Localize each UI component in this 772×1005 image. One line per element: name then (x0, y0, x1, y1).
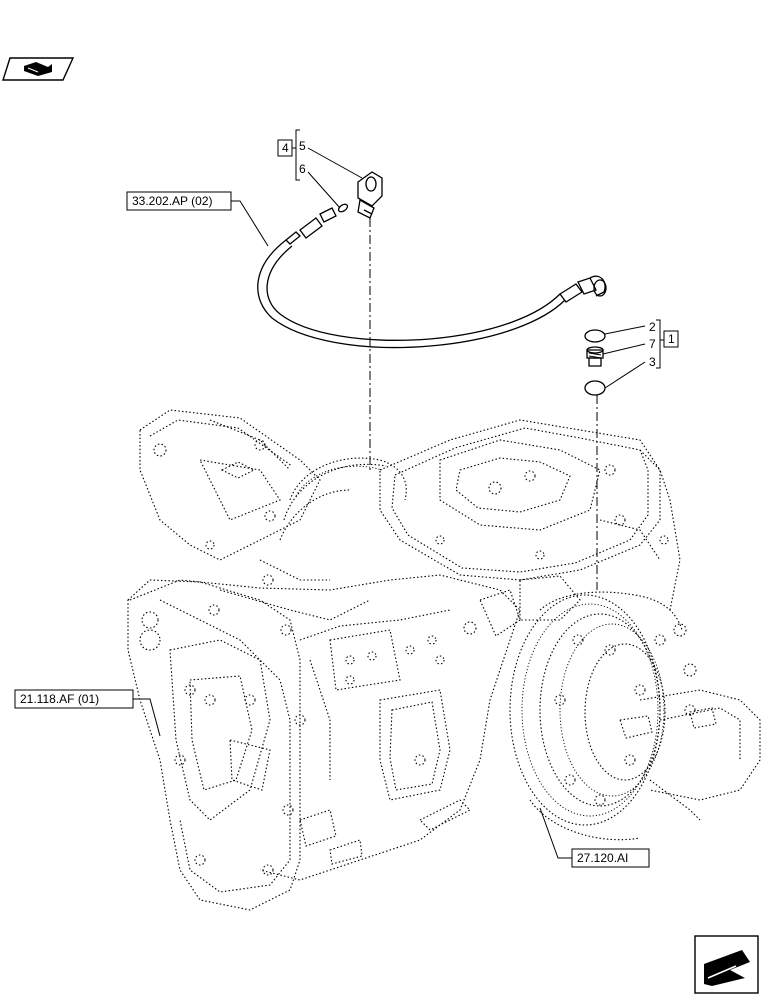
reference-axle-label: 27.120.AI (577, 851, 628, 865)
label-item-7: 7 (649, 337, 656, 351)
o-ring-item-2 (584, 329, 606, 343)
reference-hose-label: 33.202.AP (02) (132, 194, 213, 208)
label-item-3: 3 (649, 355, 656, 369)
o-ring-item-6 (337, 203, 349, 213)
callout-group-1 (602, 319, 664, 389)
box-item-4: 4 (277, 139, 293, 157)
reference-housing[interactable]: 21.118.AF (01) (14, 689, 161, 737)
reference-hose[interactable]: 33.202.AP (02) (126, 191, 269, 247)
label-item-4: 4 (282, 141, 289, 155)
hydraulic-hose (257, 207, 607, 349)
callout-group-4 (292, 129, 363, 209)
next-page-arrow-icon[interactable] (694, 935, 759, 994)
o-ring-item-3 (584, 380, 606, 396)
label-item-2: 2 (649, 320, 656, 334)
tee-fitting (357, 171, 383, 219)
label-item-5: 5 (299, 139, 306, 153)
box-item-1: 1 (663, 330, 679, 348)
reference-housing-label: 21.118.AF (01) (20, 692, 99, 706)
reference-axle[interactable]: 27.120.AI (539, 807, 650, 868)
assembly-view-icon[interactable] (2, 57, 75, 81)
label-item-6: 6 (299, 162, 306, 176)
transmission-housing-outline (127, 409, 761, 911)
label-item-1: 1 (668, 332, 675, 346)
adapter-item-7 (586, 346, 604, 367)
